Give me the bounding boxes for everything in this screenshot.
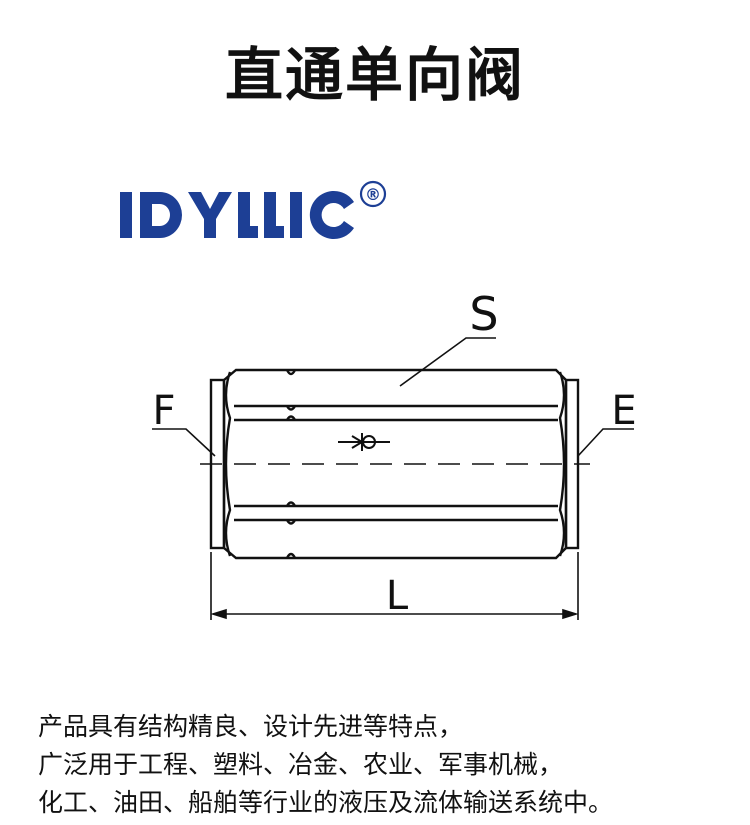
label-f: F	[152, 388, 175, 434]
page-title: 直通单向阀	[224, 41, 525, 109]
description-line: 产品具有结构精良、设计先进等特点，	[38, 712, 464, 741]
label-e: E	[611, 388, 636, 434]
check-valve-symbol-icon	[338, 433, 390, 451]
check-valve-diagram: S F E L	[152, 287, 637, 620]
product-description: 产品具有结构精良、设计先进等特点， 广泛用于工程、塑料、冶金、农业、军事机械， …	[38, 708, 738, 822]
label-s: S	[469, 287, 498, 341]
registered-mark: ®	[365, 185, 381, 204]
right-hex-face	[558, 371, 566, 557]
brand-logo: ®	[118, 180, 388, 240]
l-dimension	[210, 552, 579, 620]
e-leader-line	[577, 428, 634, 457]
s-leader-line	[399, 337, 496, 387]
left-hex-face	[224, 371, 232, 557]
label-l: L	[386, 573, 409, 619]
valve-drawing: S F E L	[0, 270, 750, 634]
idyllic-logo-icon: ®	[120, 180, 387, 239]
f-leader-line	[152, 428, 216, 457]
description-line: 化工、油田、船舶等行业的液压及流体输送系统中。	[38, 788, 614, 817]
description-line: 广泛用于工程、塑料、冶金、农业、军事机械，	[38, 750, 564, 779]
